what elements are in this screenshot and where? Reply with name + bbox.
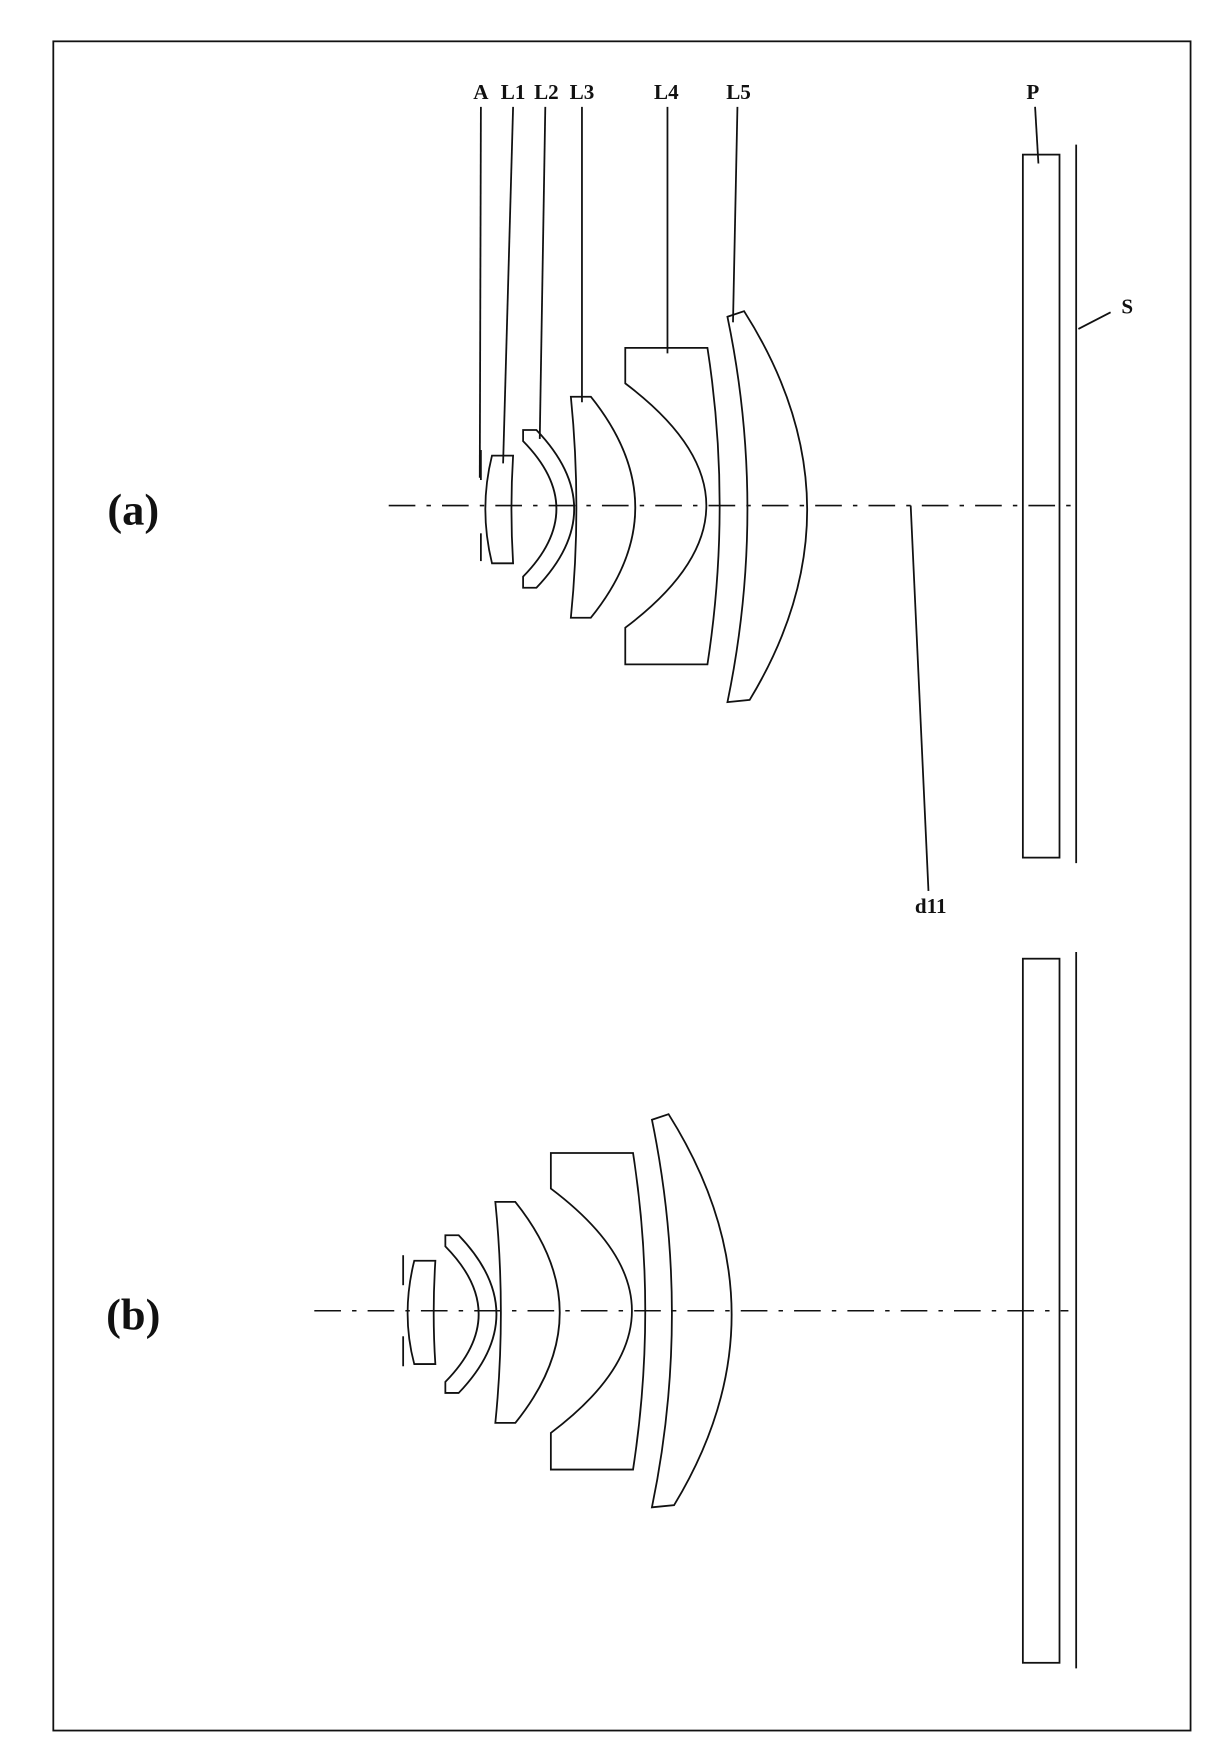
leader-a [478, 106, 482, 478]
leader-l5 [732, 106, 739, 323]
lens-l1 [484, 454, 515, 565]
leader-s [1077, 311, 1112, 330]
frame-border [52, 40, 1192, 1732]
lens-l3 [569, 395, 636, 619]
lens-l4 [624, 346, 721, 666]
lens-l1 [406, 1259, 437, 1365]
plate-p [1021, 957, 1061, 1664]
lens-l5 [726, 310, 809, 704]
lens-l3 [494, 1201, 561, 1424]
leader-l2 [538, 106, 547, 439]
label-l1: L1 [501, 80, 526, 104]
label-l4: L4 [654, 80, 679, 104]
lens-group [402, 1113, 733, 1509]
lens-l5 [650, 1113, 733, 1509]
label-s: S [1121, 294, 1133, 318]
figure-a-label: (a) [107, 484, 159, 534]
label-l3: L3 [570, 80, 595, 104]
leader-d11 [909, 505, 930, 891]
figure-b: (b) [106, 952, 1078, 1669]
label-p: P [1026, 80, 1039, 104]
label-d11: d11 [915, 894, 947, 918]
lens-l4 [549, 1152, 647, 1471]
figure-b-label: (b) [106, 1290, 160, 1340]
label-l5: L5 [726, 80, 751, 104]
lens-l2 [522, 429, 575, 589]
leader-p [1034, 106, 1040, 164]
leader-l1 [502, 106, 514, 464]
label-a: A [473, 80, 489, 104]
label-l2: L2 [534, 80, 559, 104]
lens-group [480, 310, 809, 704]
figure-a: (a) A L1 L2 L3 L4 L5 P S d11 [107, 80, 1133, 918]
plate-p [1021, 153, 1061, 859]
lens-l2 [444, 1234, 498, 1394]
